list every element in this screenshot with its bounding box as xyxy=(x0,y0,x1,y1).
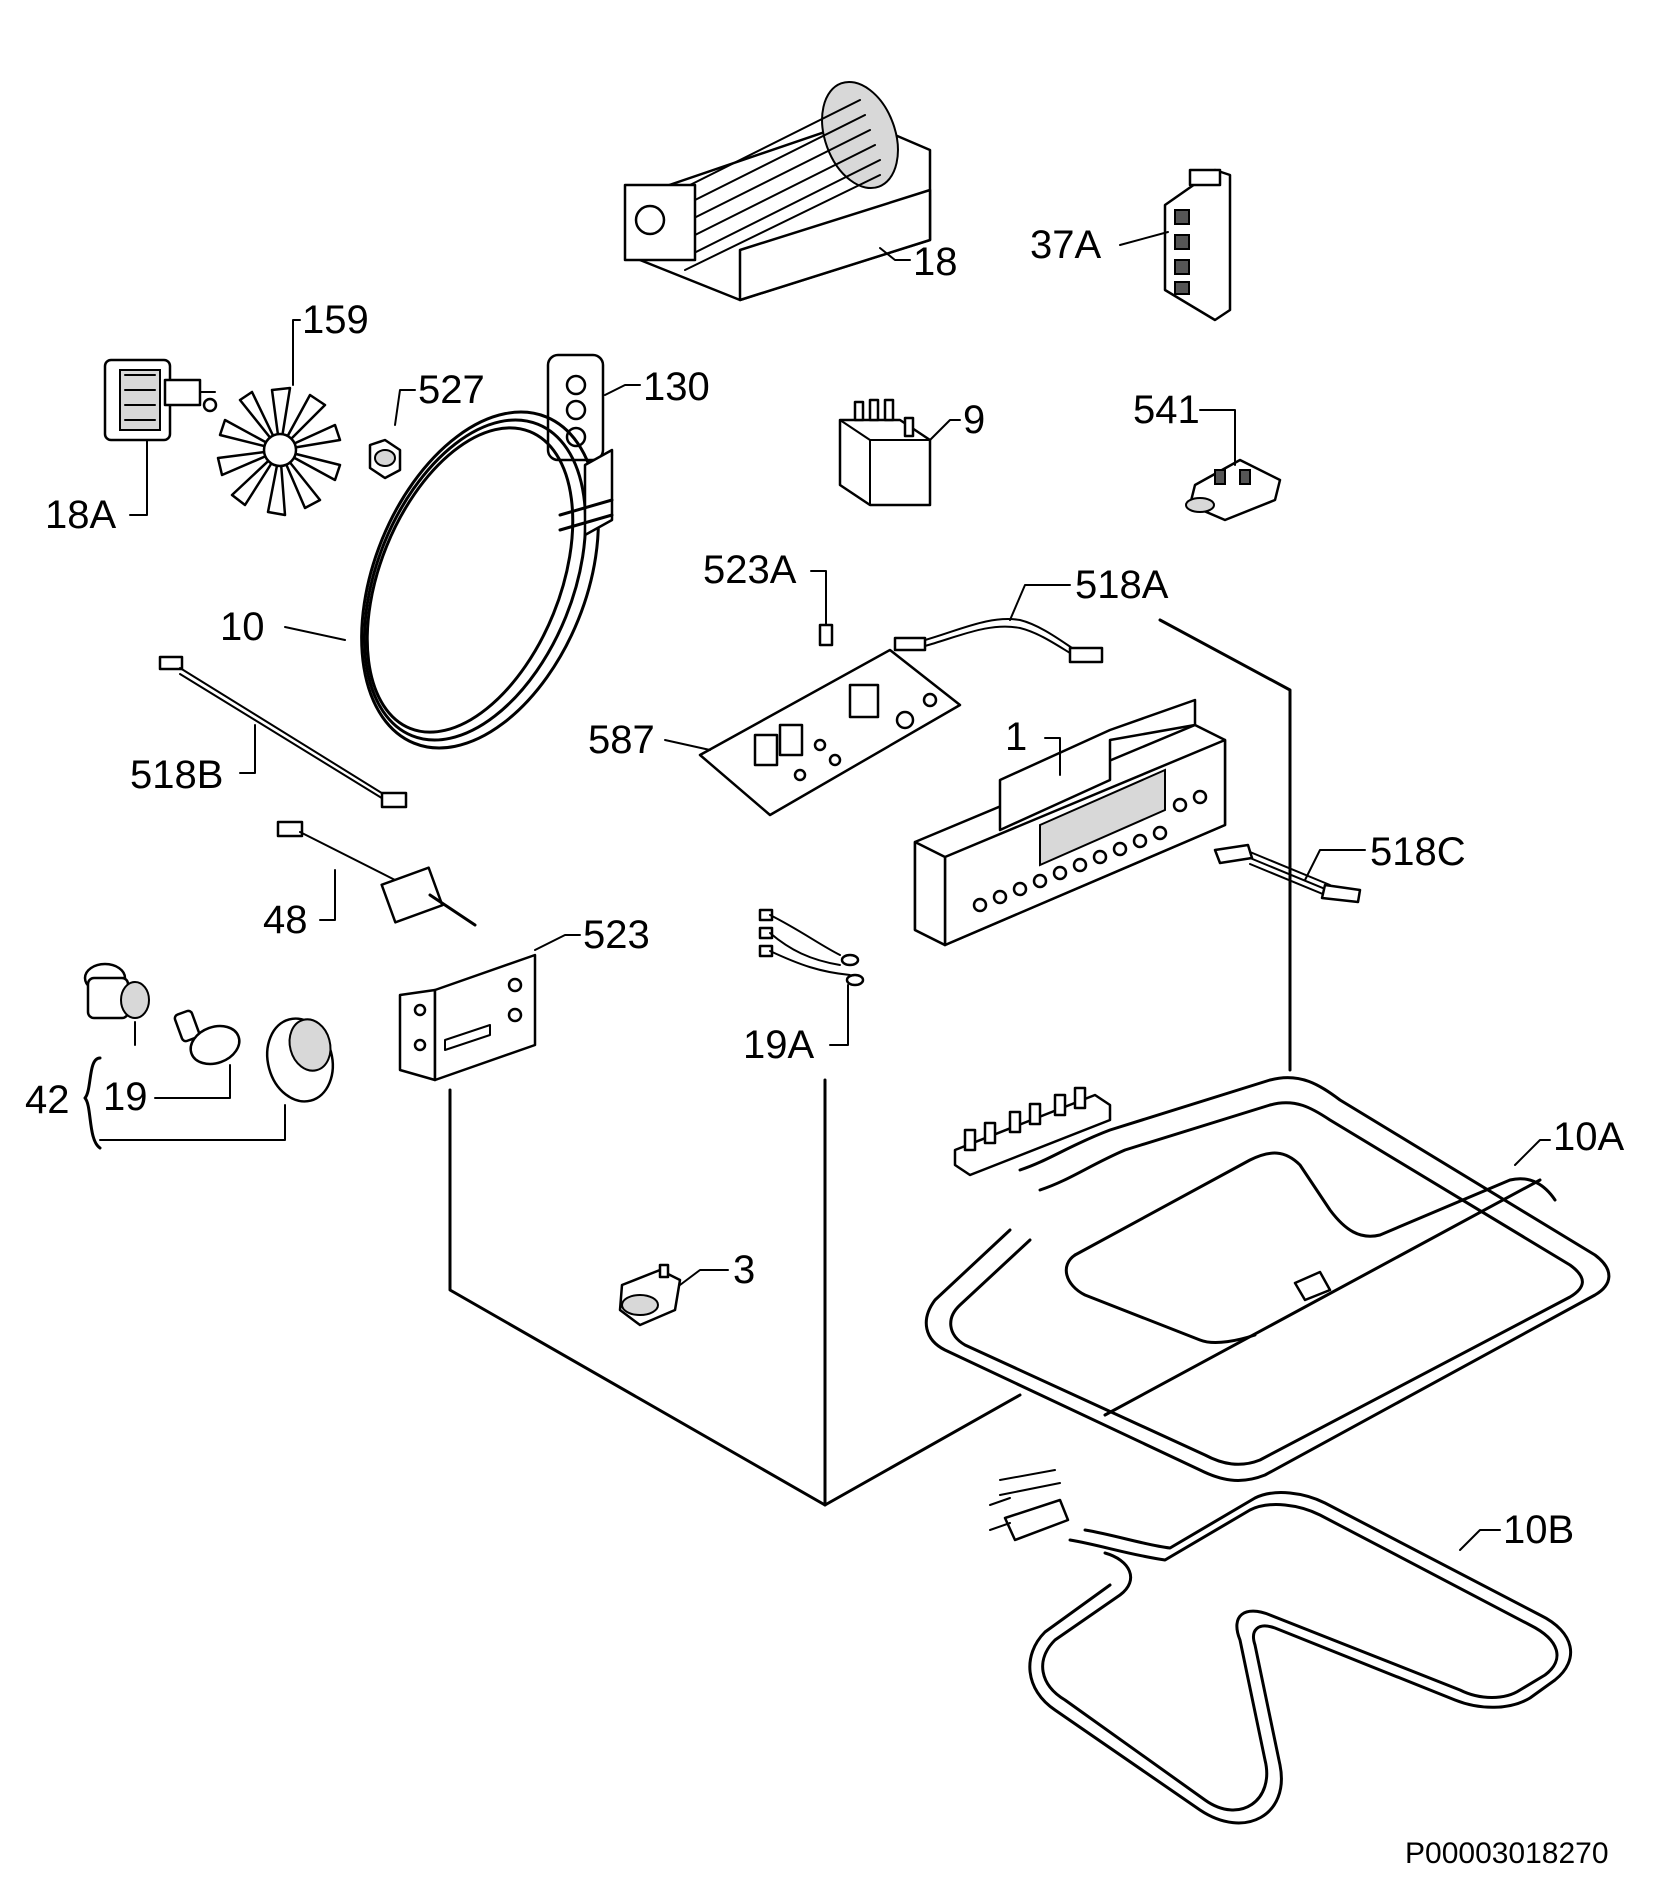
part-labels: 18 37A 159 527 130 9 541 18A 523A 518A 10 587 1 518B 5… xyxy=(25,223,1624,1552)
leader-19 xyxy=(154,1064,231,1099)
part-label-19a: 19A xyxy=(743,1023,814,1067)
bottom-element-part xyxy=(989,1469,1573,1825)
grill-element-part xyxy=(924,1076,1611,1482)
leader-18 xyxy=(879,247,911,261)
part-label-130: 130 xyxy=(643,365,710,409)
part-label-518a: 518A xyxy=(1075,563,1169,607)
flat-cable-part xyxy=(1213,843,1362,904)
part-label-518b: 518B xyxy=(130,753,223,797)
thermostat-part xyxy=(618,1263,682,1327)
part-label-10b: 10B xyxy=(1503,1508,1574,1552)
leader-48 xyxy=(319,869,336,921)
part-label-19: 19 xyxy=(103,1075,148,1119)
control-panel-part xyxy=(913,698,1227,947)
leader-37a xyxy=(1119,231,1169,246)
part-label-10a: 10A xyxy=(1553,1115,1624,1159)
part-label-523: 523 xyxy=(583,913,650,957)
leader-523 xyxy=(534,934,581,951)
part-label-518c: 518C xyxy=(1370,830,1466,874)
part-label-527: 527 xyxy=(418,368,485,412)
leader-9 xyxy=(929,419,961,441)
leader-527 xyxy=(394,389,416,426)
nut-part xyxy=(368,438,402,480)
leader-10a xyxy=(1514,1139,1551,1166)
connector-part xyxy=(1185,458,1282,522)
bracket-part xyxy=(398,953,537,1082)
temperature-sensor-part xyxy=(818,611,834,647)
leader-518b xyxy=(239,724,256,774)
terminal-block-part xyxy=(1163,168,1232,322)
part-label-42: 42 xyxy=(25,1078,70,1122)
leader-3 xyxy=(679,1269,729,1286)
leader-1 xyxy=(1044,737,1061,776)
leader-541 xyxy=(1199,409,1236,466)
part-label-10: 10 xyxy=(220,605,265,649)
leader-10 xyxy=(284,626,346,641)
leader-10b xyxy=(1459,1529,1501,1551)
part-label-523a: 523A xyxy=(703,548,797,592)
probe-part xyxy=(276,820,477,927)
leader-159 xyxy=(292,319,301,386)
wire-harness-b-part xyxy=(158,655,408,809)
leader-518a xyxy=(1009,584,1071,621)
circuit-board-part xyxy=(698,648,962,817)
part-label-18: 18 xyxy=(913,240,958,284)
leader-518c xyxy=(1304,849,1366,881)
lamp-wire-part xyxy=(758,908,865,987)
mounting-plate-part xyxy=(546,353,605,462)
part-label-18a: 18A xyxy=(45,493,116,537)
part-label-9: 9 xyxy=(963,398,985,442)
wire-harness-a-part xyxy=(893,618,1104,664)
leader-19a xyxy=(829,984,849,1046)
relay-part xyxy=(838,398,932,507)
brace-42 xyxy=(83,1056,102,1150)
leader-130 xyxy=(604,384,641,396)
part-label-541: 541 xyxy=(1133,388,1200,432)
oven-body-outline xyxy=(448,618,1292,1507)
leader-42-cover xyxy=(99,1104,286,1141)
leader-18a xyxy=(129,439,148,516)
part-label-587: 587 xyxy=(588,718,655,762)
tangential-fan-part xyxy=(623,80,932,302)
lamp-assembly-part xyxy=(83,962,335,1103)
fan-motor-part xyxy=(103,358,218,442)
part-label-159: 159 xyxy=(302,298,369,342)
drawing-code: P00003018270 xyxy=(1405,1837,1609,1870)
part-label-37a: 37A xyxy=(1030,223,1101,267)
leader-587 xyxy=(664,739,711,751)
circular-heating-element-part xyxy=(360,410,614,750)
part-label-1: 1 xyxy=(1005,715,1027,759)
part-label-3: 3 xyxy=(733,1248,755,1292)
part-label-48: 48 xyxy=(263,898,308,942)
fan-blade-part xyxy=(216,386,342,517)
leader-523a xyxy=(810,570,827,613)
